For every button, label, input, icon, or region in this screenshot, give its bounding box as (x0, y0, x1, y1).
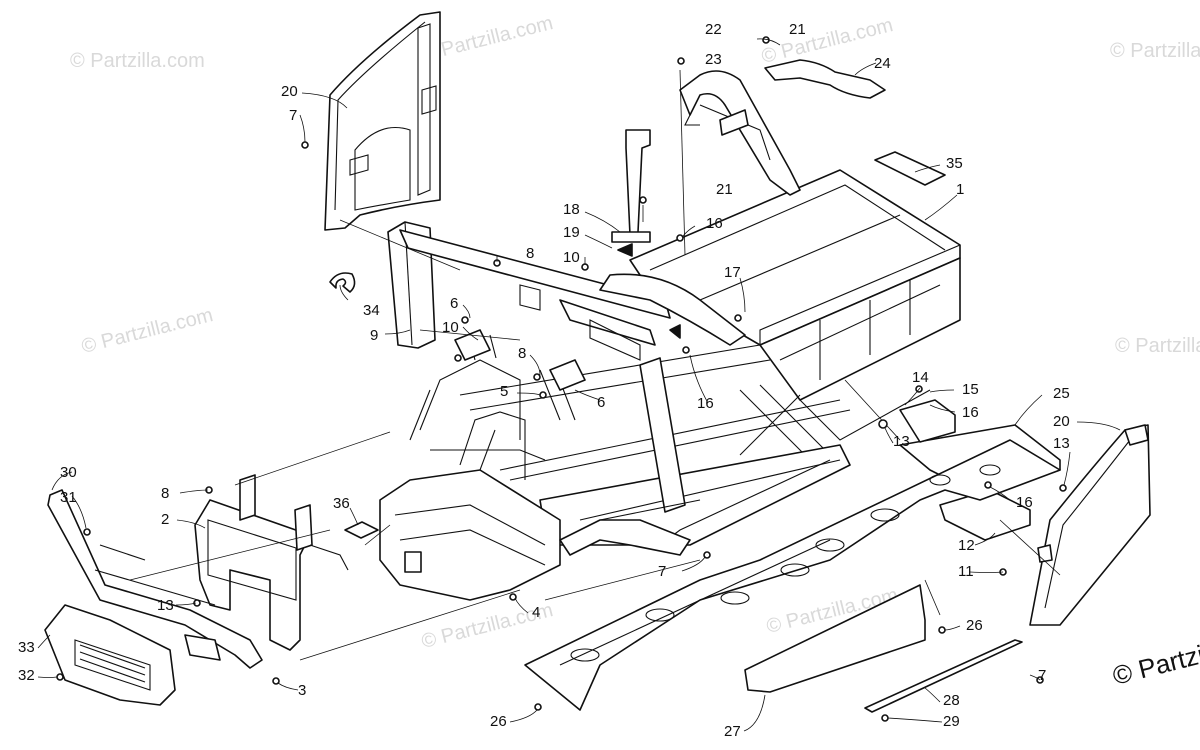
callout-16-top: 16 (706, 215, 723, 232)
front-pillar (387, 221, 671, 349)
callout-28: 28 (943, 692, 960, 709)
callout-10-upper: 10 (563, 249, 580, 266)
callout-16-low: 16 (1016, 494, 1033, 511)
callout-25: 25 (1053, 385, 1070, 402)
skid-plate-main (524, 439, 1061, 711)
callout-24: 24 (874, 55, 891, 72)
callout-35: 35 (946, 155, 963, 172)
callout-5: 5 (500, 383, 509, 400)
callout-15: 15 (962, 381, 979, 398)
trim-strip (864, 639, 1023, 713)
callout-10-lower: 10 (442, 319, 459, 336)
bumper-guard (44, 604, 176, 706)
callout-36: 36 (333, 495, 350, 512)
callout-7-left: 7 (289, 107, 298, 124)
watermark: © Partzilla.com (1110, 40, 1200, 62)
callout-31: 31 (60, 489, 77, 506)
callout-8-upper: 8 (526, 245, 535, 262)
callout-20-left: 20 (281, 83, 298, 100)
callout-16-right: 16 (962, 404, 979, 421)
callout-30: 30 (60, 464, 77, 481)
callout-4: 4 (532, 604, 541, 621)
callout-21-top: 21 (789, 21, 806, 38)
callout-21-mid: 21 (716, 181, 733, 198)
callout-6-lower: 6 (597, 394, 606, 411)
front-bumper (47, 489, 263, 669)
callout-20-right: 20 (1053, 413, 1070, 430)
side-skid-plate (744, 584, 926, 693)
callout-6-upper: 6 (450, 295, 459, 312)
leader-lines (37, 38, 1121, 732)
grab-strap (764, 59, 886, 99)
callout-13-right: 13 (893, 433, 910, 450)
callout-9: 9 (370, 327, 379, 344)
callout-26-right: 26 (966, 617, 983, 634)
callout-23: 23 (705, 51, 722, 68)
callout-32: 32 (18, 667, 35, 684)
callout-8-mid: 8 (518, 345, 527, 362)
callout-14: 14 (912, 369, 929, 386)
callout-13-front: 13 (157, 597, 174, 614)
clip (329, 272, 356, 293)
callout-29: 29 (943, 713, 960, 730)
callout-7-center: 7 (658, 563, 667, 580)
callout-16-mid: 16 (697, 395, 714, 412)
callout-18: 18 (563, 201, 580, 218)
decal (874, 151, 946, 186)
watermark: © Partzilla.com (70, 50, 205, 72)
small-bracket (899, 399, 956, 443)
callout-22: 22 (705, 21, 722, 38)
mesh-grille (344, 521, 379, 539)
callout-33: 33 (18, 639, 35, 656)
callout-1: 1 (956, 181, 965, 198)
assembly-lines (129, 69, 1061, 661)
callout-8-front: 8 (161, 485, 170, 502)
rear-brace (679, 70, 801, 196)
callout-12: 12 (958, 537, 975, 554)
callout-27: 27 (724, 723, 741, 740)
watermark: © Partzilla.com (1115, 335, 1200, 357)
seat-bracket (611, 129, 681, 339)
callout-34: 34 (363, 302, 380, 319)
callout-13-far: 13 (1053, 435, 1070, 452)
callout-17: 17 (724, 264, 741, 281)
callout-11: 11 (958, 563, 974, 580)
callout-26-bottom: 26 (490, 713, 507, 730)
callout-19: 19 (563, 224, 580, 241)
callout-7-right: 7 (1038, 667, 1047, 684)
side-panel-left (324, 11, 441, 231)
callout-3: 3 (298, 682, 307, 699)
callout-2: 2 (161, 511, 170, 528)
main-frame (379, 169, 961, 601)
